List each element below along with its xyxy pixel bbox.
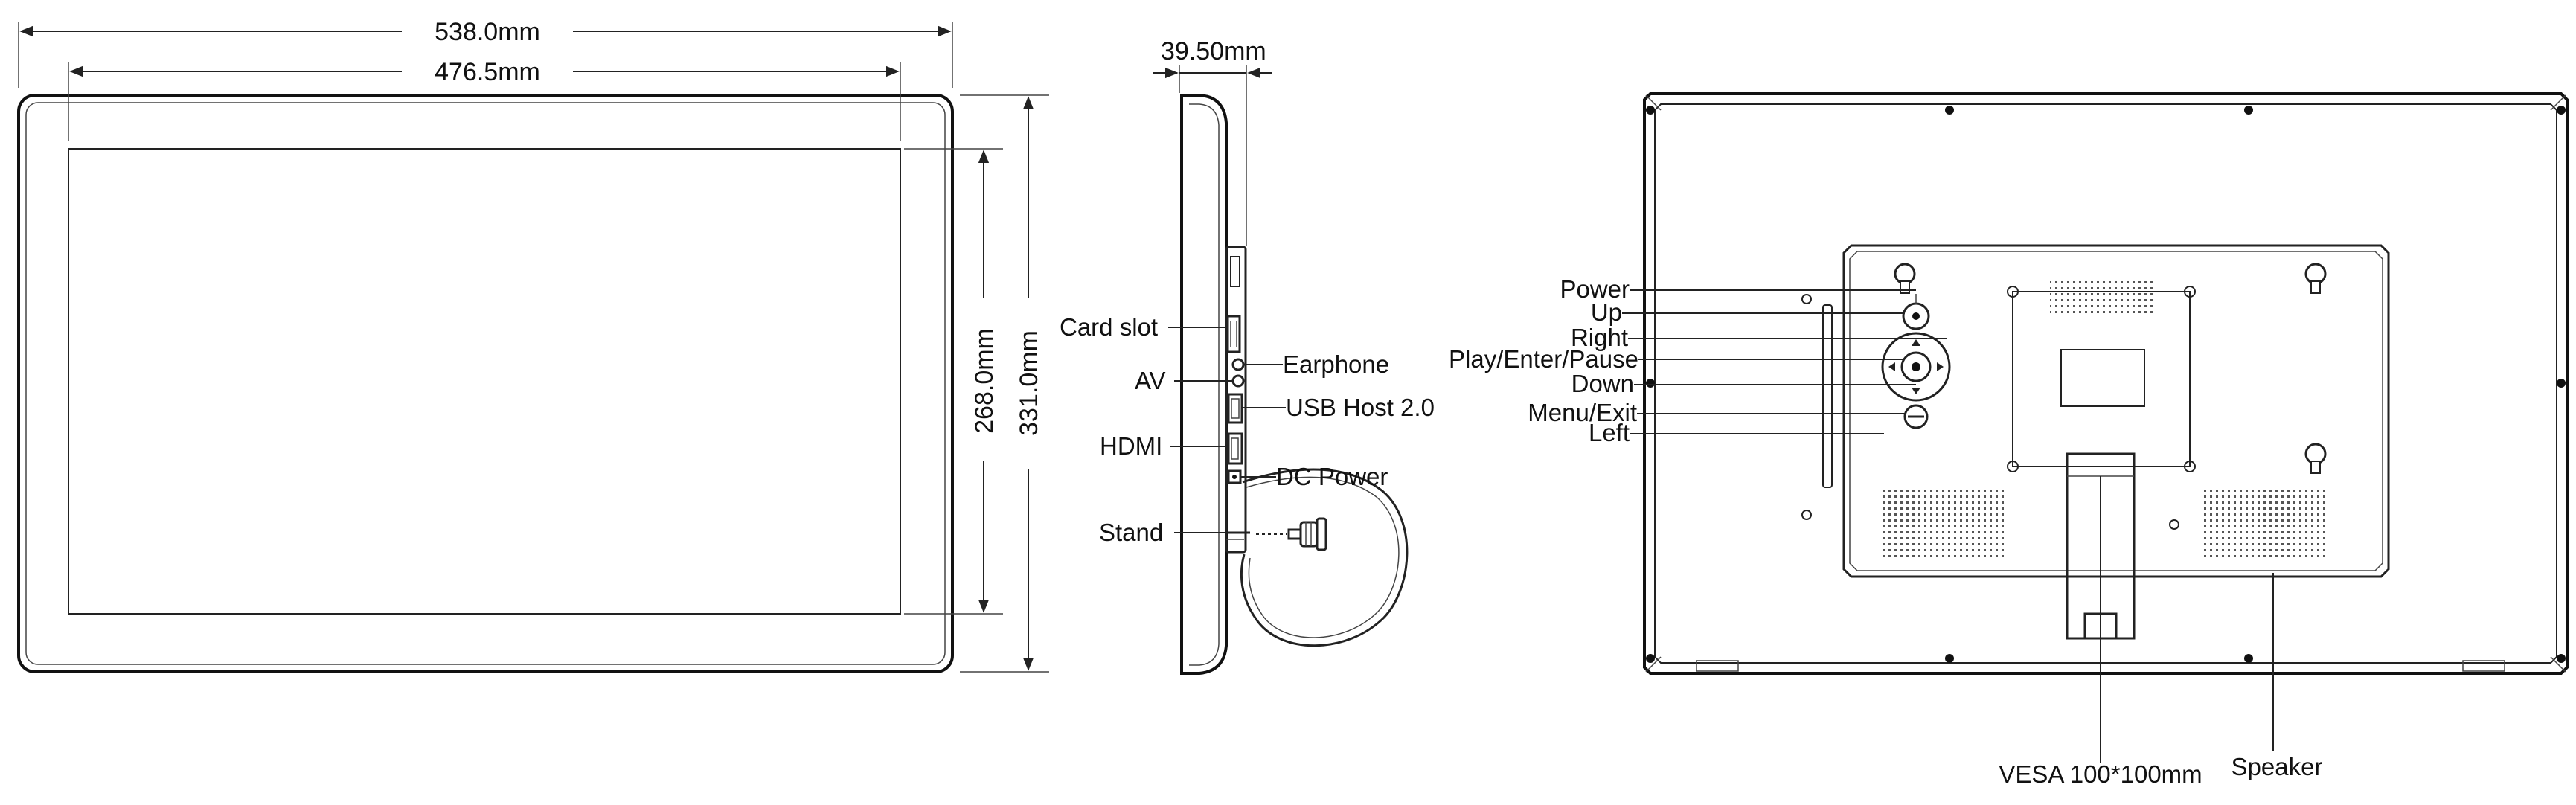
speaker-label: Speaker xyxy=(2231,753,2323,780)
rear-housing xyxy=(1643,92,2569,675)
height-outer-label: 331.0mm xyxy=(1015,330,1043,436)
card-slot-label: Card slot xyxy=(1060,313,1158,341)
dc-power-label: DC Power xyxy=(1276,463,1388,490)
side-port-block xyxy=(1225,246,1247,554)
front-bezel xyxy=(17,94,954,673)
rear-screws xyxy=(1646,106,2566,663)
av-label: AV xyxy=(1135,367,1166,394)
power-cable xyxy=(1240,468,1409,647)
left-label: Left xyxy=(1589,419,1630,446)
earphone-jack xyxy=(1231,358,1245,371)
stand-accessory xyxy=(1256,517,1327,551)
hdmi-port xyxy=(1227,432,1243,465)
up-label: Up xyxy=(1591,298,1622,326)
height-active-label: 268.0mm xyxy=(970,328,999,434)
front-view: 538.0mm 476.5mm 268.0mm 331.0mm xyxy=(17,13,1049,673)
left-speaker-grille xyxy=(1879,487,2005,558)
av-jack xyxy=(1231,374,1245,388)
earphone-label: Earphone xyxy=(1283,350,1389,378)
rear-back-panel xyxy=(1842,244,2390,578)
rear-view: Power Up Right Play/Enter/Pause Down Men… xyxy=(1449,92,2569,788)
depth-label: 39.50mm xyxy=(1161,37,1266,65)
width-active-label: 476.5mm xyxy=(435,58,540,86)
menu-exit-button xyxy=(1903,404,1929,429)
power-label: Power xyxy=(1560,275,1630,303)
card-slot-port xyxy=(1226,315,1241,353)
hdmi-label: HDMI xyxy=(1100,432,1162,460)
dpad-outer xyxy=(1881,332,1951,402)
stand-label: Stand xyxy=(1099,519,1163,546)
play-enter-button xyxy=(1900,351,1932,382)
front-bezel-inner xyxy=(25,102,946,665)
usb-label: USB Host 2.0 xyxy=(1286,394,1435,421)
button-cluster xyxy=(1881,294,1951,429)
down-label: Down xyxy=(1571,370,1634,397)
side-view: 39.50mm xyxy=(1060,37,1435,675)
side-body xyxy=(1180,94,1228,675)
right-speaker-grille xyxy=(2201,487,2327,558)
right-label: Right xyxy=(1571,324,1628,351)
play-label: Play/Enter/Pause xyxy=(1449,345,1638,373)
label-plate xyxy=(2060,349,2145,407)
width-outer-label: 538.0mm xyxy=(435,18,540,46)
top-vent-grille xyxy=(2050,278,2154,314)
vesa-label: VESA 100*100mm xyxy=(1999,760,2202,788)
menu-label: Menu/Exit xyxy=(1528,399,1637,426)
front-screen xyxy=(68,148,901,615)
vesa-mount-area xyxy=(2007,278,2196,472)
